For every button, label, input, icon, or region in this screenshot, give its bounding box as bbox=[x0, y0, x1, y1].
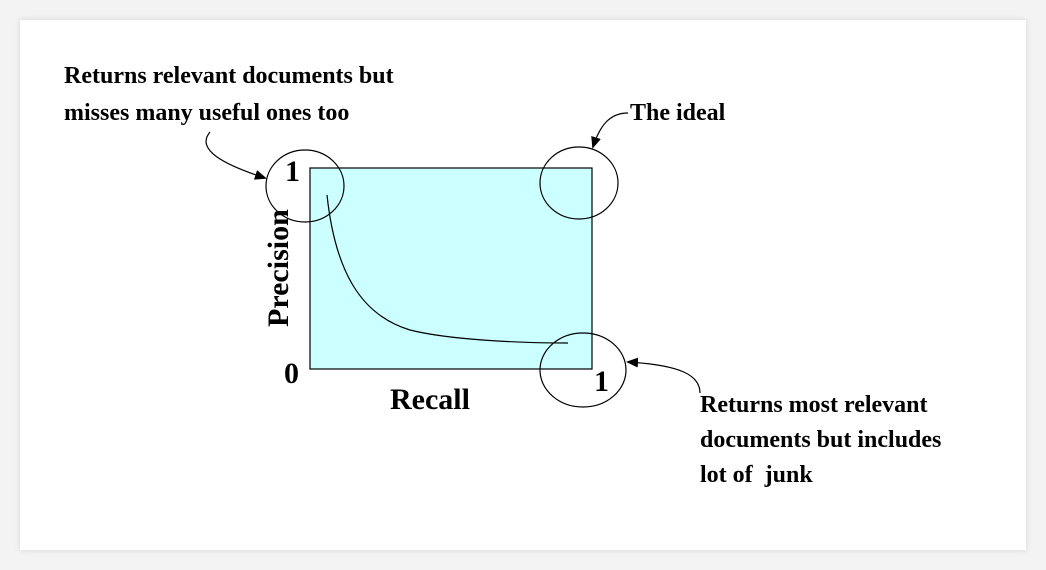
annotation-bottom-right-line-2: documents but includes bbox=[700, 427, 941, 453]
arrow-to-top-left bbox=[205, 131, 267, 180]
x-axis-label: Recall bbox=[390, 383, 470, 416]
annotation-bottom-right-line-1: Returns most relevant bbox=[700, 392, 928, 418]
annotation-top-left-line-1: Returns relevant documents but bbox=[64, 63, 394, 89]
plot-area bbox=[309, 167, 593, 370]
y-axis-label: Precision bbox=[262, 209, 295, 327]
x-axis-right-tick: 1 bbox=[594, 365, 609, 398]
bottom-right-highlight-circle bbox=[539, 332, 627, 408]
arrow-to-bottom-right bbox=[626, 357, 701, 394]
y-axis-bottom-tick: 0 bbox=[284, 357, 299, 390]
arrow-to-ideal bbox=[591, 112, 629, 149]
annotation-bottom-right-line-3: lot of junk bbox=[700, 462, 813, 488]
top-left-highlight-circle bbox=[265, 149, 345, 223]
precision-recall-curve bbox=[326, 194, 569, 344]
annotation-top-right: The ideal bbox=[630, 100, 726, 126]
ideal-highlight-circle bbox=[539, 146, 619, 220]
y-axis-top-tick: 1 bbox=[285, 155, 300, 188]
annotation-top-left-line-2: misses many useful ones too bbox=[64, 100, 349, 126]
